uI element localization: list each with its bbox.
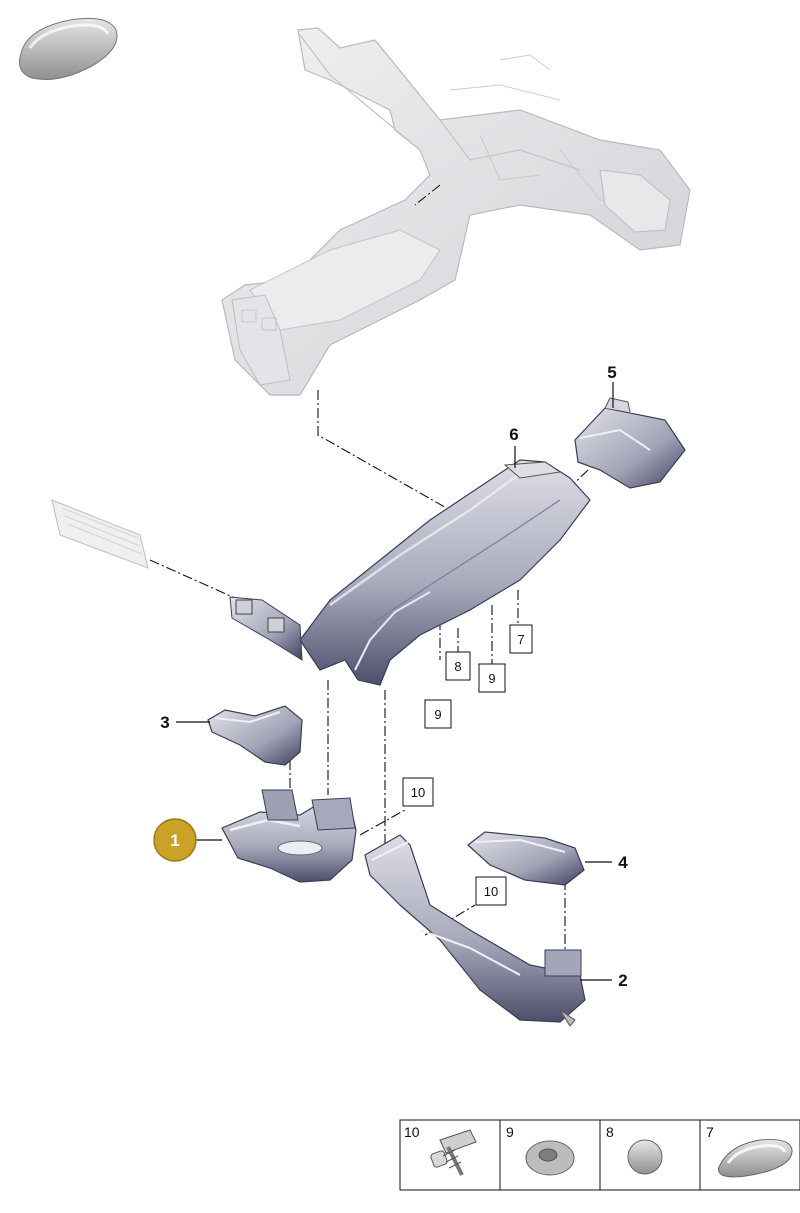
ref-10-a[interactable]: 10	[411, 785, 425, 800]
oval-plug-icon[interactable]	[717, 1139, 793, 1178]
legend-label-7: 7	[706, 1124, 714, 1140]
callout-1-label: 1	[170, 831, 179, 850]
ref-10-b[interactable]: 10	[484, 884, 498, 899]
callout-3-label[interactable]: 3	[160, 713, 169, 732]
part-6-floor-duct	[229, 459, 591, 686]
legend-label-10: 10	[404, 1124, 420, 1140]
part-1-lower-duct	[221, 789, 357, 883]
part-2-lower-duct	[364, 834, 586, 1027]
round-plug-icon[interactable]	[627, 1139, 663, 1175]
callout-6-label[interactable]: 6	[509, 425, 518, 444]
ref-7[interactable]: 7	[517, 632, 524, 647]
ref-8[interactable]: 8	[454, 659, 461, 674]
part-3-elbow	[207, 705, 303, 766]
ref-9-b[interactable]: 9	[434, 707, 441, 722]
legend-label-9: 9	[506, 1124, 514, 1140]
boxed-refs: 7 8 9 9 10 10	[402, 624, 533, 906]
screw-icon[interactable]	[430, 1129, 477, 1176]
callouts: 1 2 3 4 5 6	[153, 363, 628, 990]
callout-5-label[interactable]: 5	[607, 363, 616, 382]
callout-2-label[interactable]: 2	[618, 971, 627, 990]
callout-4-label[interactable]: 4	[618, 853, 628, 872]
legend-label-8: 8	[606, 1124, 614, 1140]
part-5-rear-outlet	[574, 397, 686, 489]
grommet-ring-icon[interactable]	[525, 1140, 575, 1176]
oval-plug-part	[19, 17, 118, 80]
part-4-elbow	[467, 831, 585, 886]
leader-lines	[176, 382, 614, 981]
legend-table: 10 9 8 7	[399, 1119, 800, 1191]
vent-grille-ghost	[51, 499, 149, 569]
ref-9-a[interactable]: 9	[488, 671, 495, 686]
callout-1-highlight[interactable]	[153, 818, 197, 862]
hvac-assembly-ghost	[221, 27, 691, 396]
